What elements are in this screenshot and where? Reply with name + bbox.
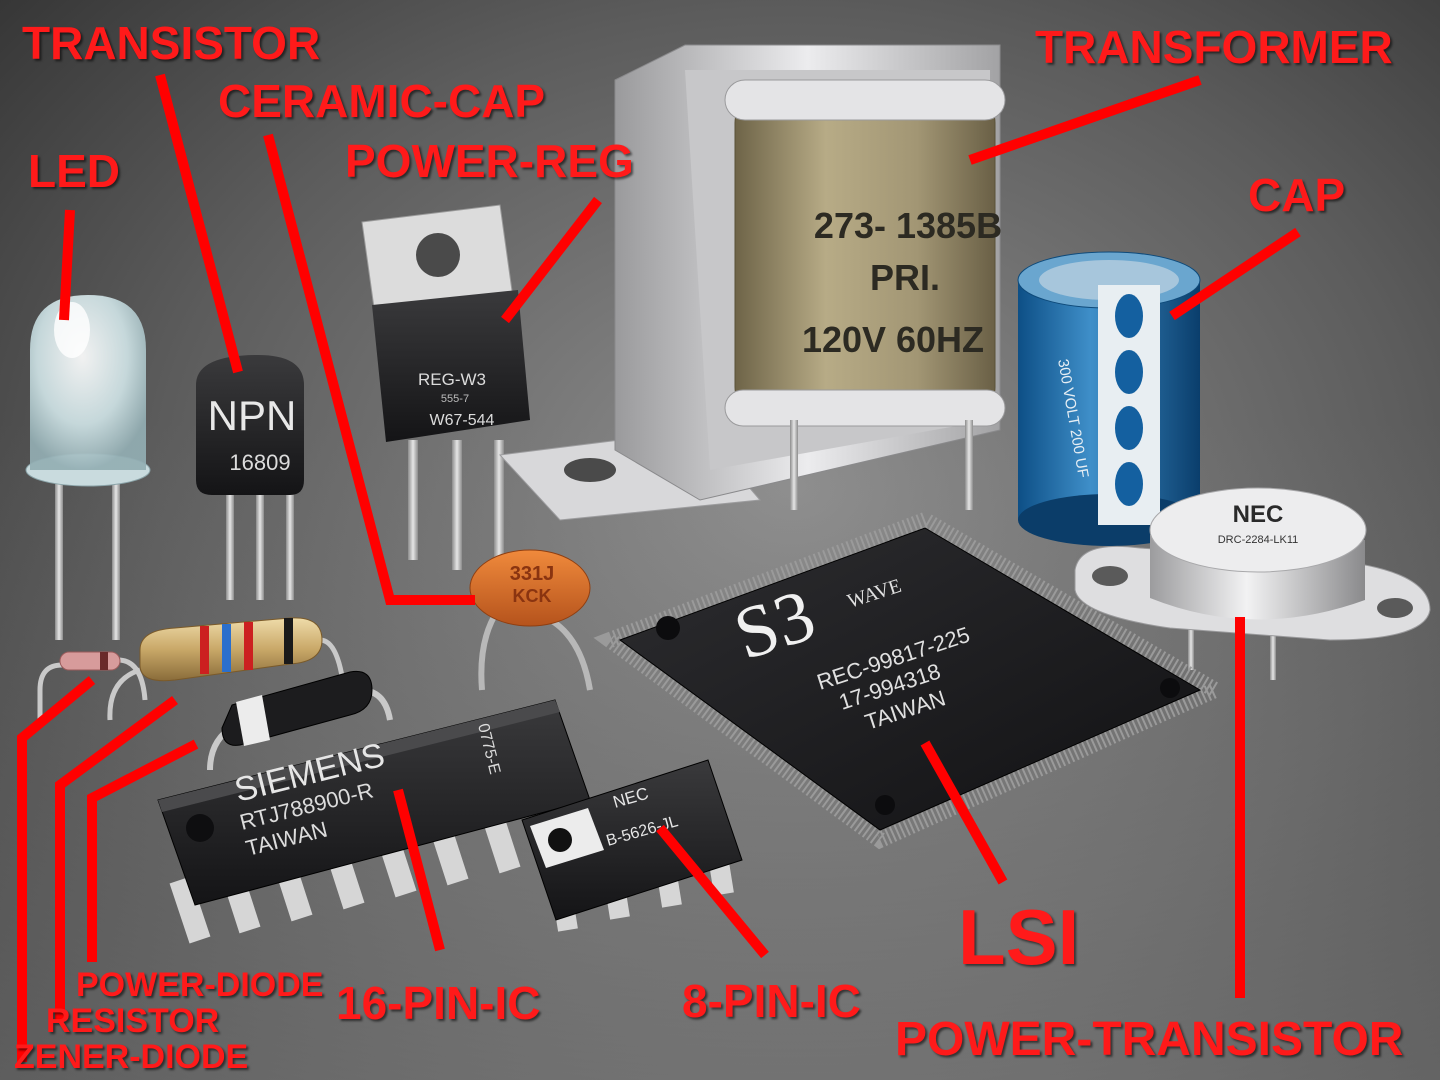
reg-part-marking: REG-W3 <box>418 370 486 389</box>
ceramic-line2-marking: KCK <box>513 586 552 606</box>
lsi-chip-component: S3 WAVE REC-99817-225 17-994318 TAIWAN <box>593 511 1233 850</box>
label-zener-diode: ZENER-DIODE <box>14 1038 249 1076</box>
leader-cap <box>1169 227 1301 321</box>
power-regulator-component: REG-W3 555-7 W67-544 <box>361 204 530 570</box>
reg-sub-marking: 555-7 <box>441 393 469 405</box>
leader-transformer <box>968 75 1202 165</box>
label-power-transistor: POWER-TRANSISTOR <box>895 1013 1404 1066</box>
leader-zener-diode <box>17 676 96 1062</box>
label-transformer: TRANSFORMER <box>1035 21 1393 73</box>
led-component <box>25 295 151 640</box>
xfmr-pri-marking: PRI. <box>870 257 940 298</box>
label-led: LED <box>28 145 120 197</box>
ceramic-capacitor-component: 331J KCK <box>469 549 593 691</box>
ic16-component: SIEMENS RTJ788900-R TAIWAN 0775-E <box>157 699 591 944</box>
label-16-pin-ic: 16-PIN-IC <box>336 977 541 1029</box>
leader-led <box>59 209 75 321</box>
label-8-pin-ic: 8-PIN-IC <box>682 975 861 1027</box>
leader-8-pin-ic <box>656 824 769 959</box>
npn-type-marking: NPN <box>208 392 297 439</box>
ceramic-line1-marking: 331J <box>510 563 555 585</box>
xfmr-part-marking: 273- 1385B <box>814 205 1002 246</box>
label-power-reg: POWER-REG <box>345 135 634 187</box>
electrolytic-capacitor-component: 300 VOLT 200 UF <box>1017 251 1201 546</box>
leader-transistor <box>155 73 243 374</box>
leader-resistor <box>55 695 178 1020</box>
label-cap: CAP <box>1248 169 1346 221</box>
leader-power-diode <box>87 739 199 962</box>
leader-16-pin-ic <box>393 788 445 952</box>
pt-part-marking: DRC-2284-LK11 <box>1218 534 1299 546</box>
leader-power-reg <box>501 196 602 324</box>
label-resistor: RESISTOR <box>46 1002 220 1040</box>
label-ceramic-cap: CERAMIC-CAP <box>218 75 546 127</box>
power-diode-component <box>207 670 393 771</box>
label-power-diode: POWER-DIODE <box>76 966 324 1004</box>
leader-lines <box>17 73 1301 1062</box>
xfmr-rating-marking: 120V 60HZ <box>802 319 984 360</box>
resistor-component <box>107 617 348 721</box>
transformer-component: 273- 1385B PRI. 120V 60HZ <box>498 44 1006 521</box>
leader-lsi <box>920 740 1008 885</box>
leader-ceramic-cap <box>263 133 475 605</box>
power-transistor-component: NEC DRC-2284-LK11 <box>1074 487 1431 680</box>
label-lsi: LSI <box>958 893 1080 981</box>
label-transistor: TRANSISTOR <box>22 17 321 69</box>
ic8-component: NEC B-5626-JL <box>521 759 743 932</box>
npn-transistor-component: NPN 16809 <box>196 355 304 600</box>
reg-code-marking: W67-544 <box>430 412 495 429</box>
pt-brand-marking: NEC <box>1233 501 1284 528</box>
npn-code-marking: 16809 <box>229 450 290 475</box>
